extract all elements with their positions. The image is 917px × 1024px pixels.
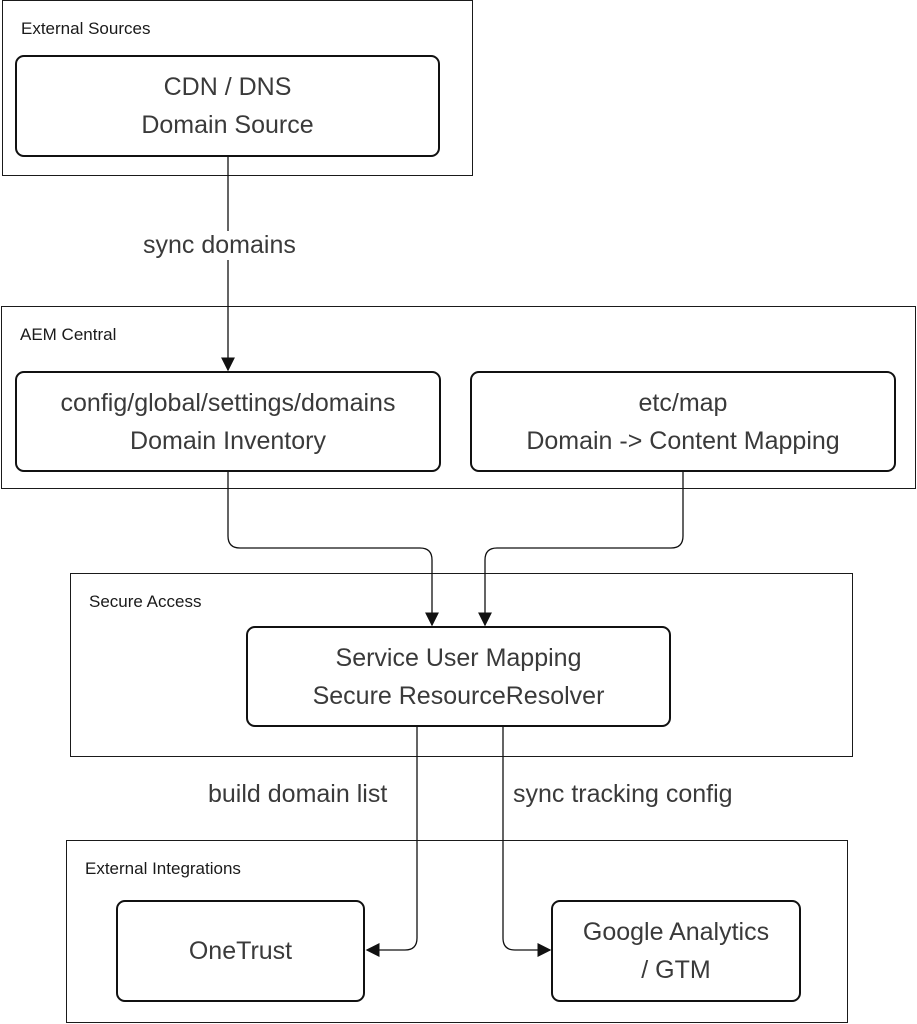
node-domain-inventory-subtitle: Domain Inventory: [130, 426, 326, 455]
node-service-user-mapping[interactable]: Service User Mapping Secure ResourceReso…: [246, 626, 671, 727]
cluster-label-external-integrations: External Integrations: [85, 859, 241, 878]
node-onetrust[interactable]: OneTrust: [116, 900, 365, 1002]
node-service-user-mapping-title: Service User Mapping: [335, 643, 582, 672]
node-google-analytics[interactable]: Google Analytics / GTM: [551, 900, 801, 1002]
node-cdn-dns-title: CDN / DNS: [163, 73, 292, 101]
node-domain-inventory[interactable]: config/global/settings/domains Domain In…: [15, 371, 441, 472]
edge-label-build-domain-list: build domain list: [208, 780, 388, 809]
cluster-label-secure-access: Secure Access: [89, 592, 202, 611]
cluster-label-external-sources: External Sources: [21, 19, 151, 38]
edge-label-sync-domains: sync domains: [143, 231, 296, 260]
node-onetrust-title: OneTrust: [188, 937, 293, 965]
node-etc-map-title: etc/map: [638, 388, 728, 417]
node-cdn-dns-subtitle: Domain Source: [141, 111, 314, 139]
node-domain-inventory-title: config/global/settings/domains: [60, 388, 396, 417]
node-service-user-mapping-subtitle: Secure ResourceResolver: [312, 681, 605, 710]
node-google-analytics-subtitle: / GTM: [641, 956, 711, 984]
node-etc-map[interactable]: etc/map Domain -> Content Mapping: [470, 371, 896, 472]
node-google-analytics-title: Google Analytics: [582, 918, 770, 946]
edge-label-sync-tracking-config: sync tracking config: [513, 780, 733, 809]
cluster-label-aem-central: AEM Central: [20, 325, 117, 344]
node-etc-map-subtitle: Domain -> Content Mapping: [526, 426, 840, 455]
node-cdn-dns[interactable]: CDN / DNS Domain Source: [15, 55, 440, 157]
